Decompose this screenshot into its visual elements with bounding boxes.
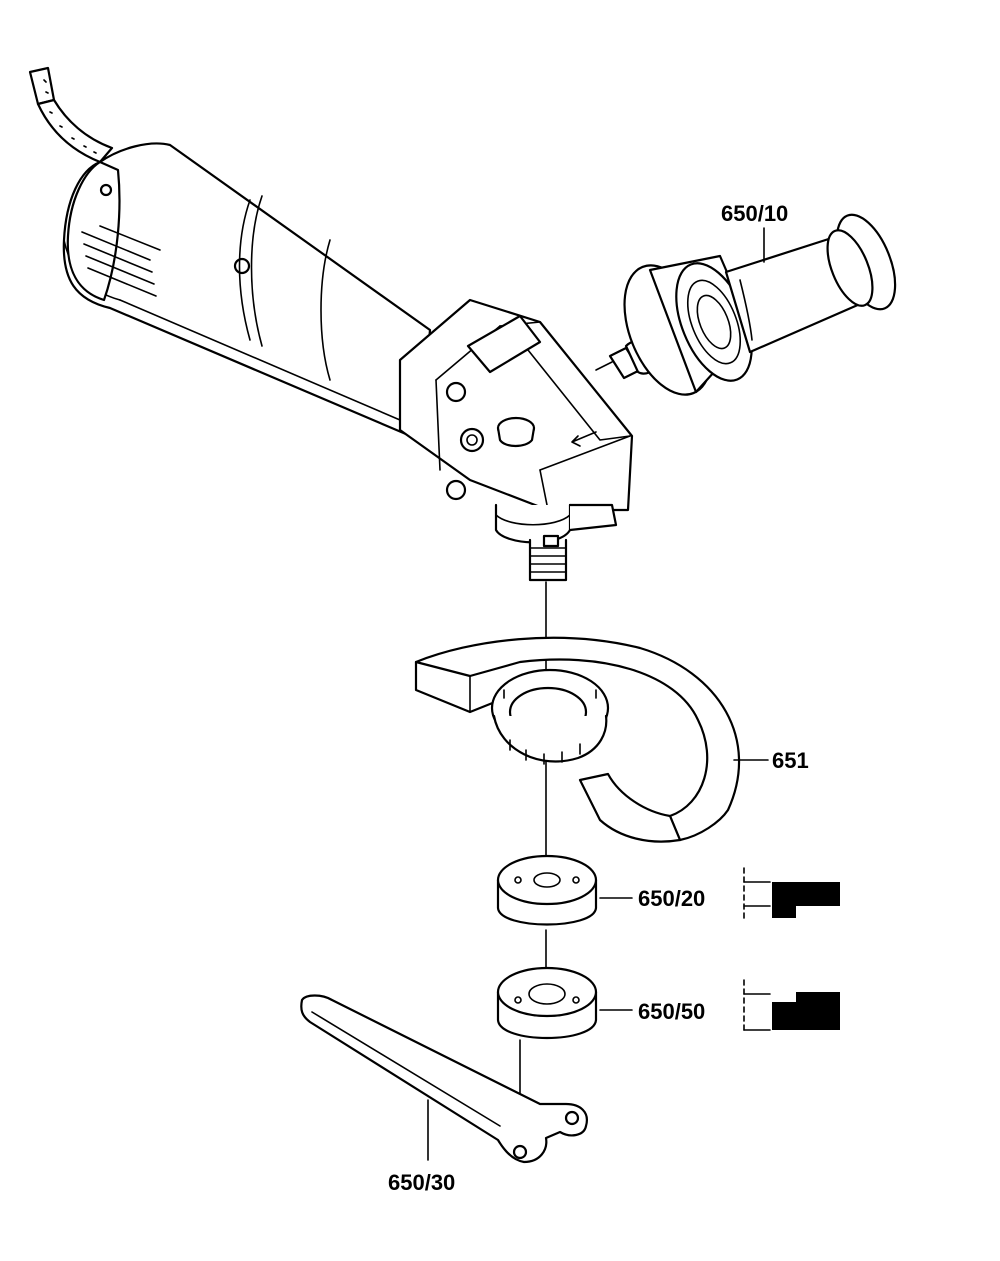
label-wheel-guard: 651: [772, 748, 809, 773]
label-flange-nut: 650/20: [638, 886, 706, 911]
pin-wrench-icon: [300, 994, 588, 1164]
angle-grinder-body-icon: [62, 142, 634, 582]
label-clamping-nut: 650/50: [638, 999, 706, 1024]
wheel-guard-icon: [414, 636, 769, 843]
flange-nut-icon: [496, 854, 633, 926]
power-cord-icon: [28, 66, 114, 164]
label-side-handle: 650/10: [721, 201, 789, 226]
side-handle-icon: [595, 213, 897, 396]
clamping-nut-icon: [496, 966, 633, 1040]
nut-profile-section-upper: [743, 867, 840, 921]
nut-profile-section-lower: [743, 979, 840, 1035]
label-pin-wrench: 650/30: [388, 1170, 456, 1195]
